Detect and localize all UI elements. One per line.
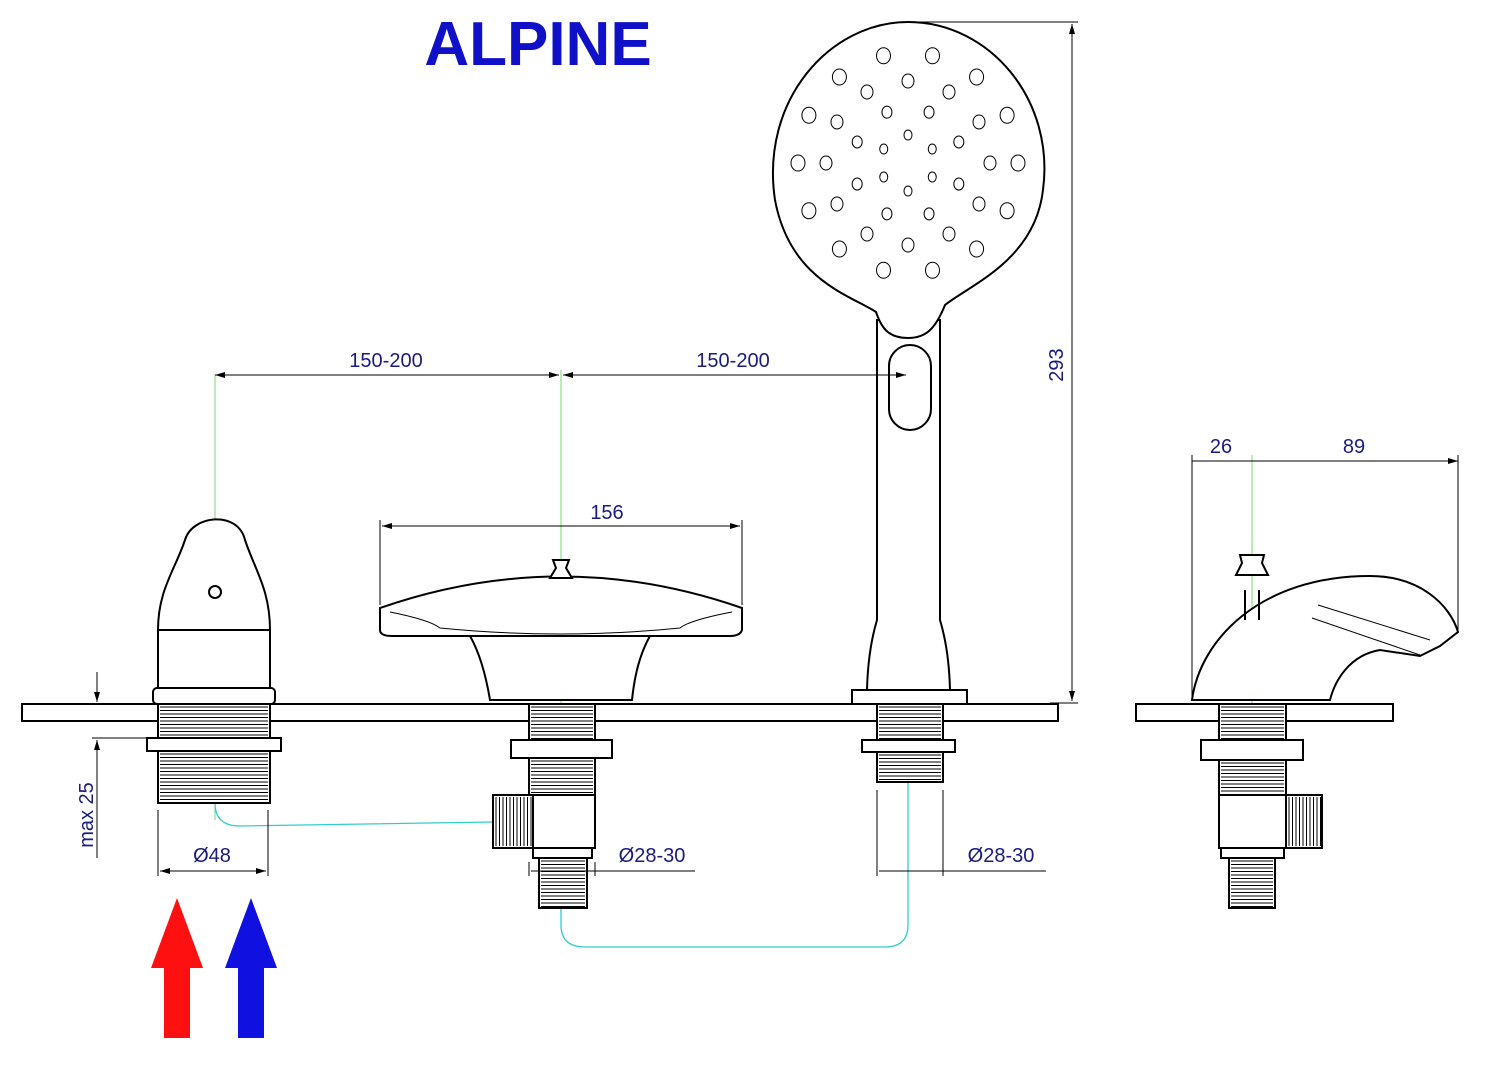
spray-nozzle — [830, 114, 844, 130]
spray-nozzle — [790, 154, 806, 172]
spray-nozzle — [983, 155, 997, 171]
spray-nozzle — [923, 105, 935, 119]
spray-nozzle — [972, 114, 986, 130]
spray-nozzle — [969, 240, 985, 258]
product-title: ALPINE — [424, 10, 651, 79]
cold-water-arrow-icon — [225, 898, 277, 1038]
spray-nozzle — [830, 196, 844, 212]
centerlines — [214, 22, 1253, 905]
spray-nozzle — [851, 177, 863, 191]
shower-height-label: 293 — [1046, 348, 1068, 381]
bath-spout — [379, 559, 743, 909]
spray-nozzle — [901, 73, 915, 89]
spray-nozzle — [999, 106, 1015, 124]
spout-width-label: 156 — [590, 502, 623, 524]
spray-nozzle — [903, 185, 913, 197]
spray-nozzle — [801, 202, 817, 220]
spray-nozzle — [876, 47, 892, 65]
spray-nozzle — [953, 135, 965, 149]
spray-nozzle — [801, 106, 817, 124]
spray-nozzle — [831, 68, 847, 86]
spray-nozzle — [972, 196, 986, 212]
hand-shower — [772, 20, 1046, 783]
handle-diameter-label: Ø48 — [193, 845, 231, 867]
spray-nozzle — [953, 177, 965, 191]
spray-nozzle — [903, 129, 913, 141]
spray-nozzle — [927, 171, 937, 183]
spray-nozzle — [881, 207, 893, 221]
spray-nozzle — [860, 226, 874, 242]
mixer-handle — [146, 518, 282, 804]
spray-nozzle — [819, 155, 833, 171]
spray-nozzle — [860, 84, 874, 100]
spray-nozzle — [927, 143, 937, 155]
spray-nozzle — [923, 207, 935, 221]
spray-nozzles — [790, 47, 1026, 279]
hot-water-arrow-icon — [151, 898, 203, 1038]
spray-nozzle — [969, 68, 985, 86]
spray-nozzle — [924, 47, 940, 65]
side-offset-label: 26 — [1210, 436, 1232, 458]
spray-nozzle — [851, 135, 863, 149]
left-spacing-label: 150-200 — [349, 350, 422, 372]
spray-nozzle — [876, 261, 892, 279]
dimension-lines — [92, 21, 1459, 876]
spout-side-view — [1190, 554, 1460, 909]
spray-nozzle — [1010, 154, 1026, 172]
spray-nozzle — [881, 105, 893, 119]
spray-nozzle — [924, 261, 940, 279]
spray-nozzle — [879, 171, 889, 183]
spout-hole-diameter-label: Ø28-30 — [619, 845, 686, 867]
shower-hole-diameter-label: Ø28-30 — [968, 845, 1035, 867]
spray-nozzle — [999, 202, 1015, 220]
spray-nozzle — [942, 84, 956, 100]
right-spacing-label: 150-200 — [696, 350, 769, 372]
side-reach-label: 89 — [1343, 436, 1365, 458]
spray-nozzle — [879, 143, 889, 155]
spray-nozzle — [942, 226, 956, 242]
spray-nozzle — [831, 240, 847, 258]
spray-nozzle — [901, 237, 915, 253]
connection-hoses — [214, 782, 909, 948]
max-deck-thickness-label: max 25 — [76, 782, 98, 848]
